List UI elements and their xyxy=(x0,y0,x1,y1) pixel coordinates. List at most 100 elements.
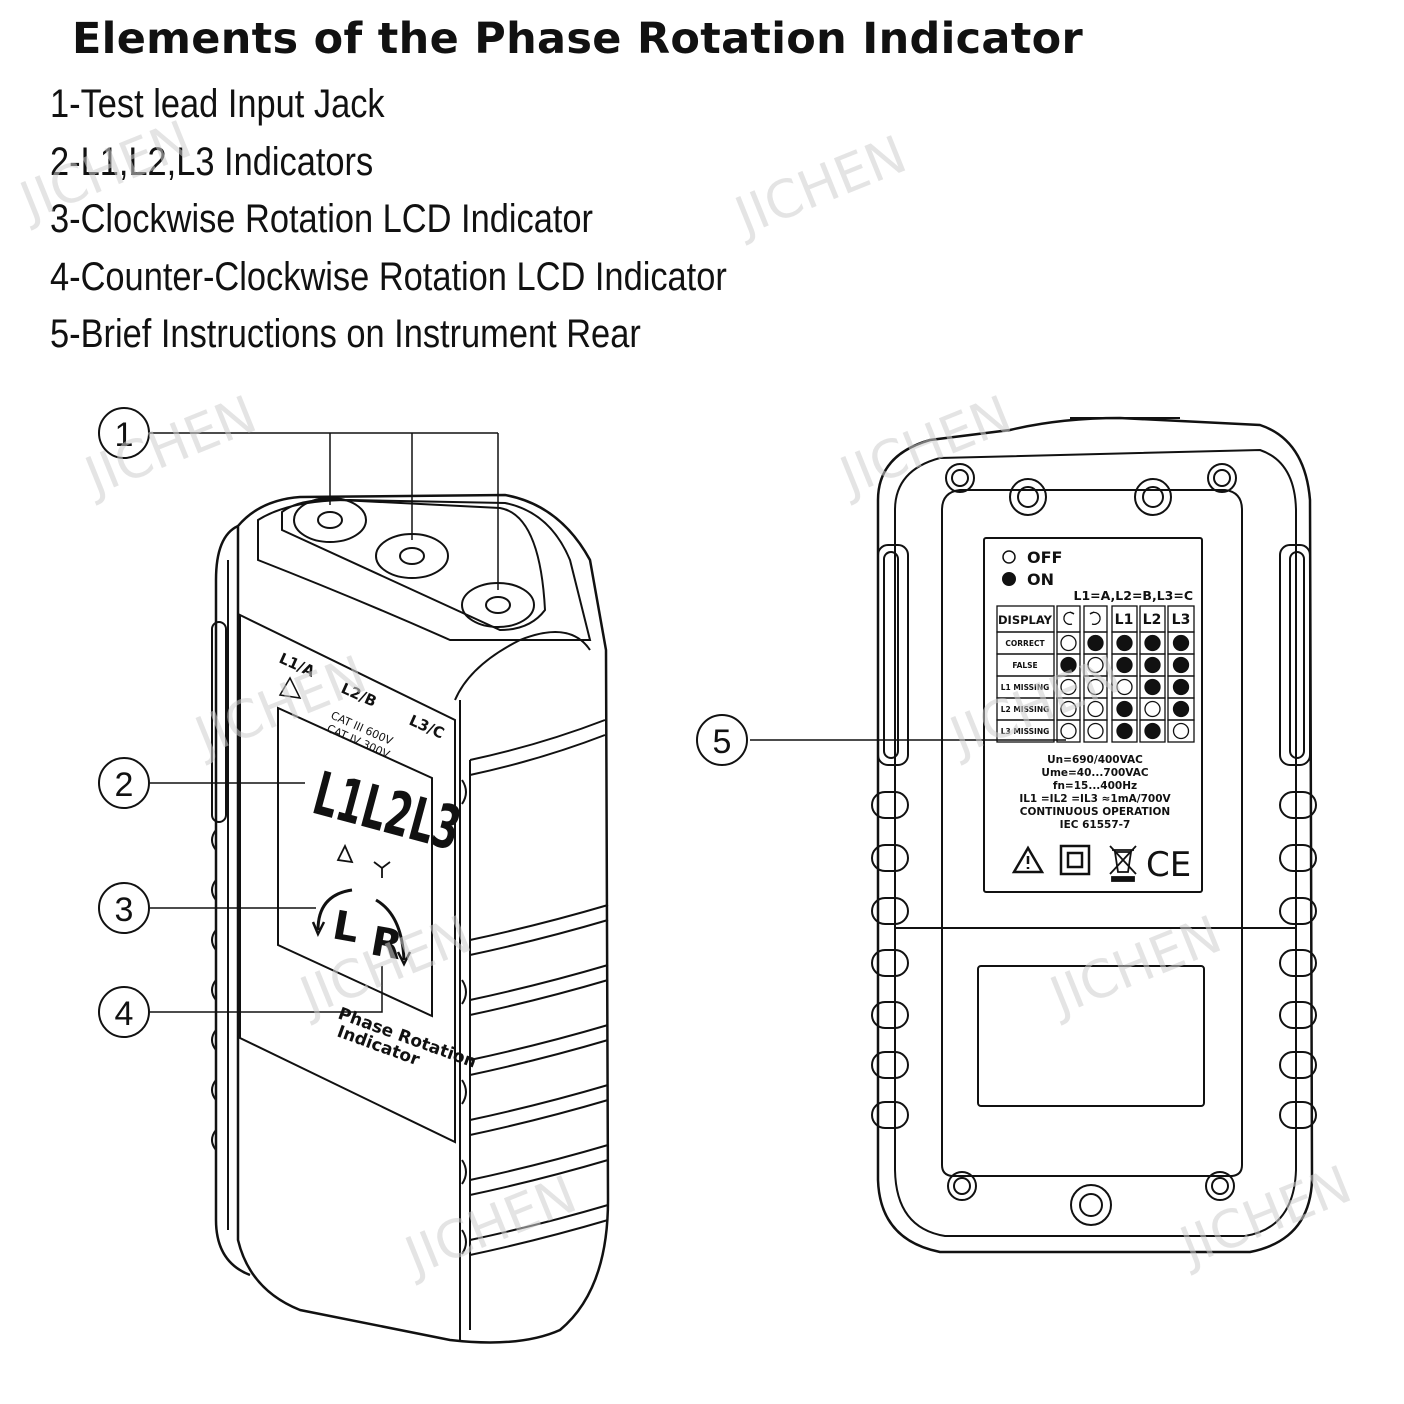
indicator-on-dot xyxy=(1144,634,1161,652)
battery-cover xyxy=(977,965,1205,1107)
callout-circle-3 xyxy=(98,882,150,934)
table-cell xyxy=(1111,719,1138,743)
table-cell xyxy=(1083,719,1108,743)
table-header-display: DISPLAY xyxy=(998,613,1053,627)
phase-mapping: L1=A,L2=B,L3=C xyxy=(1073,588,1193,603)
ccw-rotation-icon xyxy=(1063,611,1075,626)
indicator-on-dot xyxy=(1172,678,1190,696)
counter-clockwise-arc-icon xyxy=(375,898,406,961)
watermark: JICHEN xyxy=(725,125,915,248)
table-row-label: L2 MISSING xyxy=(1001,705,1050,714)
indicator-on-dot xyxy=(1144,656,1161,674)
indicator-off-dot xyxy=(1060,634,1077,652)
watermark: JICHEN xyxy=(1040,905,1230,1028)
indicator-on-dot xyxy=(1172,634,1190,652)
lcd-phase-indicators: L1L2L3 xyxy=(306,759,468,865)
indicator-off-dot xyxy=(1060,700,1077,718)
rear-device: OFF ON L1=A,L2=B,L3=C DISPLAY L1 L2 L3 C… xyxy=(871,416,1317,1254)
spec-line-6: IEC 61557-7 xyxy=(1060,819,1131,831)
ce-mark: CE xyxy=(1146,845,1191,885)
indicator-off-dot xyxy=(1060,722,1077,740)
spec-line-5: CONTINUOUS OPERATION xyxy=(1020,806,1170,818)
diagram-title: Elements of the Phase Rotation Indicator xyxy=(72,14,1083,64)
spec-line-3: fn=15...400Hz xyxy=(1053,780,1137,792)
table-cell xyxy=(1167,719,1195,743)
indicator-on-dot xyxy=(1060,656,1077,674)
table-row-label-cell xyxy=(996,719,1055,743)
rear-right-bumps xyxy=(1279,791,1317,1129)
table-header-l1: L1 xyxy=(1115,612,1134,628)
indicator-off-dot xyxy=(1087,656,1104,674)
double-insulation-icon xyxy=(1059,844,1091,876)
indicator-off-dot xyxy=(1087,678,1104,696)
element-list: 1-Test lead Input Jack 2-L1,L2,L3 Indica… xyxy=(50,76,837,364)
table-header-l3: L3 xyxy=(1172,612,1191,628)
callout-number-3: 3 xyxy=(115,891,134,929)
legend-on: ON xyxy=(1027,570,1054,589)
table-cell xyxy=(1056,719,1081,743)
callout-number-4: 4 xyxy=(115,995,134,1033)
indicator-on-dot xyxy=(1172,700,1190,718)
table-cell xyxy=(1139,719,1166,743)
indicator-on-dot xyxy=(1116,634,1133,652)
indicator-on-dot xyxy=(1144,678,1161,696)
watermark: JICHEN xyxy=(1170,1155,1360,1278)
indicator-on-dot xyxy=(1172,656,1190,674)
indicator-on-dot xyxy=(1116,722,1133,740)
table-row-label: L3 MISSING xyxy=(1001,727,1050,736)
callout-circle-4 xyxy=(98,986,150,1038)
callout-circle-5 xyxy=(696,714,748,766)
front-left-grip xyxy=(211,621,227,1151)
delta-icon xyxy=(336,843,354,864)
screw-icons xyxy=(945,463,1237,1226)
callout-number-5: 5 xyxy=(713,723,732,761)
front-right-ribs xyxy=(469,719,609,1256)
state-table: DISPLAY L1 L2 L3 CORRECT FALSE L1 MISSING L… xyxy=(996,605,1195,743)
element-item-5: 5-Brief Instructions on Instrument Rear xyxy=(50,312,641,356)
jack-label-l3: L3/C xyxy=(406,711,447,742)
indicator-on-dot xyxy=(1116,656,1133,674)
watermark: JICHEN xyxy=(395,1165,585,1288)
callout-circle-2 xyxy=(98,757,150,809)
indicator-on-dot xyxy=(1144,722,1161,740)
indicator-on-dot xyxy=(1116,700,1133,718)
table-row-label: FALSE xyxy=(1012,661,1037,670)
spec-line-2: Ume=40...700VAC xyxy=(1041,767,1148,779)
callout-number-1: 1 xyxy=(115,416,134,454)
table-row-label: CORRECT xyxy=(1005,639,1045,648)
spec-line-4: IL1 =IL2 =IL3 ≈1mA/700V xyxy=(1019,793,1171,805)
on-symbol-icon xyxy=(1002,572,1016,586)
callout-number-2: 2 xyxy=(115,766,134,804)
element-item-2: 2-L1,L2,L3 Indicators xyxy=(50,139,374,184)
watermark: JICHEN xyxy=(10,110,200,233)
indicator-off-dot xyxy=(1144,700,1161,718)
spec-lines: Un=690/400VAC Ume=40...700VAC fn=15...40… xyxy=(1019,754,1171,831)
watermark: JICHEN xyxy=(75,385,265,508)
table-row-label: L1 MISSING xyxy=(1001,683,1050,692)
spec-line-1: Un=690/400VAC xyxy=(1047,754,1143,766)
indicator-on-dot xyxy=(1087,634,1104,652)
callout-leaders xyxy=(150,432,1066,1013)
rear-left-bumps xyxy=(871,791,909,1129)
legend-off: OFF xyxy=(1027,548,1062,567)
callout-markers: 1 2 3 4 5 xyxy=(98,407,748,1038)
indicator-off-dot xyxy=(1172,722,1190,740)
indicator-off-dot xyxy=(1087,700,1104,718)
element-item-3: 3-Clockwise Rotation LCD Indicator xyxy=(50,197,593,241)
weee-bin-icon xyxy=(1109,845,1137,882)
element-item-4: 4-Counter-Clockwise Rotation LCD Indicat… xyxy=(50,254,727,299)
element-item-1: 1-Test lead Input Jack xyxy=(50,82,385,126)
cw-rotation-icon xyxy=(1089,611,1101,626)
clockwise-arc-icon xyxy=(316,888,353,931)
indicator-off-dot xyxy=(1060,678,1077,696)
indicator-off-dot xyxy=(1116,678,1133,696)
table-header-l2: L2 xyxy=(1143,612,1162,628)
off-symbol-icon xyxy=(1002,550,1016,564)
instruction-label xyxy=(983,537,1203,893)
callout-circle-1 xyxy=(98,407,150,459)
warning-triangle-icon xyxy=(1011,845,1045,874)
indicator-off-dot xyxy=(1087,722,1104,740)
table-rows: CORRECT FALSE L1 MISSING L2 MISSING L3 MISSI… xyxy=(996,631,1195,743)
